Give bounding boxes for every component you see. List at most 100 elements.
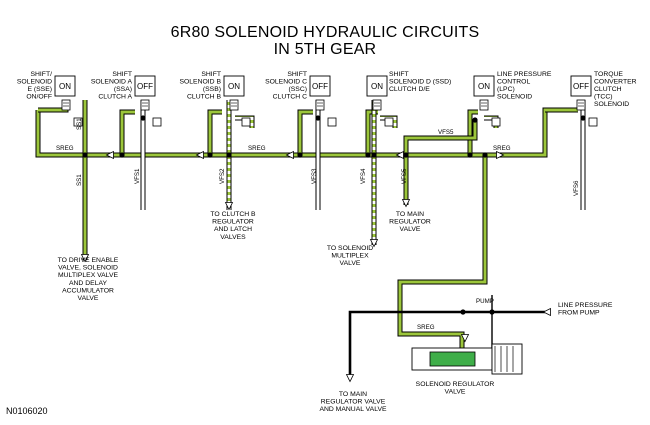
ss1-top-label: SS1 [76,118,83,130]
ssb-state-box: ON [223,75,245,97]
junction-dot-0 [119,152,125,158]
ssb-exhaust-fill [235,116,254,128]
svg-text:OFF: OFF [573,82,589,91]
sreg-down-outline [397,155,488,350]
junction-dot-14 [460,309,466,315]
ssc-feed-outline [297,109,313,155]
junction-dot-12 [580,115,586,121]
vfs5-label: VFS5 [401,168,408,184]
svg-text:OFF: OFF [312,82,328,91]
junction-dots [82,115,586,315]
solenoid-exhaust-port [327,117,337,127]
ssc-feed-fill [298,110,313,155]
solenoid-icon-3 [315,99,337,127]
sreg-down [397,155,488,350]
vfs6-label: VFS6 [573,180,580,196]
solenoid-exhaust-port [491,117,501,127]
solenoid-exhaust-port [73,117,83,127]
pump-label: PUMP [476,298,494,305]
flow-arrow-5 [542,307,551,317]
vfs5-line [403,120,478,205]
sreg-down-fill [398,155,487,350]
junction-dot-1 [207,152,213,158]
ssc-feed [297,109,313,155]
diagram-title-line2: IN 5TH GEAR [273,41,377,58]
solenoid-body [372,99,382,111]
solenoid-symbols [61,99,598,127]
junction-dot-4 [467,152,473,158]
ss1-mid-label: SS1 [76,174,83,186]
ssb-feed-outline [207,109,222,155]
figure-code: N0106020 [6,406,48,416]
solenoid-icon-6 [576,99,598,127]
solenoid-exhaust-port [241,117,251,127]
ssa-feed [119,109,135,155]
ssa-state-box: OFF [134,75,156,97]
flow-arrow-3 [401,199,411,208]
junction-dot-10 [140,115,146,121]
sreg-bottom-label: SREG [417,324,435,331]
junction-dot-9 [371,152,377,158]
junction-dot-7 [82,152,88,158]
tcc-state-box: OFF [570,75,592,97]
sse-state-box: ON [54,75,76,97]
ssb-feed-fill [208,110,222,155]
diagram-title-line1: 6R80 SOLENOID HYDRAULIC CIRCUITS [170,24,480,41]
flow-arrow-0 [80,254,90,263]
svg-text:ON: ON [478,82,490,91]
flow-arrow-10 [496,150,505,160]
svg-text:OFF: OFF [137,82,153,91]
solenoid-body [140,99,150,111]
junction-dot-8 [226,152,232,158]
sreg-mid-label: SREG [248,145,266,152]
solenoid-icon-4 [372,99,394,127]
flow-arrow-8 [285,150,294,160]
solenoid-body [229,99,239,111]
solenoid-body [61,99,71,111]
flow-arrow-9 [395,150,404,160]
circuit-labels: SS1 SS1 SREG SREG SREG VFS1 VFS2 VFS3 VF… [56,118,580,331]
vfs5-top-label: VFS5 [438,129,454,136]
svg-text:ON: ON [59,82,71,91]
flow-arrow-6 [195,150,204,160]
pump-line [348,310,545,380]
vfs2-label: VFS2 [219,168,226,184]
ssb-exhaust [235,115,255,128]
junction-dot-5 [482,152,488,158]
solenoid-exhaust-port [152,117,162,127]
solenoid-states: ON OFF ON OFF ON ON OFF [54,75,592,97]
solenoid-icon-0 [61,99,83,127]
flow-arrow-2 [369,239,379,248]
solenoid-body [479,99,489,111]
regulator-spool [429,351,476,367]
flow-arrow-1 [224,202,234,211]
solenoid-exhaust-port [384,117,394,127]
vfs3-label: VFS3 [311,168,318,184]
ssa-feed-outline [119,109,135,155]
pressurized-circuits [35,100,578,350]
solenoid-body [315,99,325,111]
junction-dot-3 [365,152,371,158]
lpc-state-box: ON [473,75,495,97]
sreg-left-label: SREG [56,145,74,152]
sreg-right-label: SREG [493,145,511,152]
junction-dot-2 [297,152,303,158]
flow-arrows [80,150,551,383]
junction-dot-13 [472,117,478,123]
ssb-feed [207,109,222,155]
